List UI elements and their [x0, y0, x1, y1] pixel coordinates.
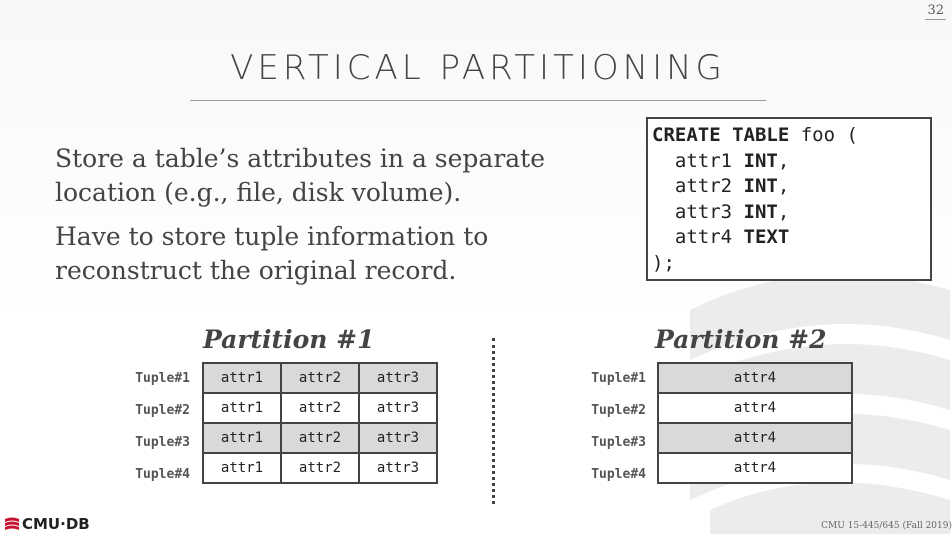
table-cell: attr1 [202, 452, 282, 484]
table-row: attr1 attr2 attr3 [202, 362, 438, 394]
table-cell: attr4 [657, 452, 853, 484]
code-keyword: TEXT [743, 226, 790, 248]
table-cell: attr3 [358, 422, 438, 454]
table-cell: attr4 [657, 422, 853, 454]
table-cell: attr2 [280, 362, 360, 394]
table-cell: attr2 [280, 452, 360, 484]
logo-text: CMU·DB [22, 515, 90, 533]
code-text: , [777, 175, 790, 197]
partition-2-title: Partition #2 [655, 325, 827, 354]
code-text: attr2 [652, 175, 744, 197]
partition-divider [492, 338, 495, 504]
database-logo-icon [5, 517, 19, 530]
bullet-2: Have to store tuple information to recon… [55, 222, 489, 285]
table-cell: attr3 [358, 362, 438, 394]
row-label: Tuple#1 [135, 371, 190, 386]
row-label: Tuple#4 [135, 467, 190, 482]
partition-1-table: attr1 attr2 attr3 attr1 attr2 attr3 attr… [202, 362, 438, 484]
row-label: Tuple#3 [135, 435, 190, 450]
code-keyword: INT [743, 200, 778, 223]
partition-2-table: attr4 attr4 attr4 attr4 [657, 362, 853, 484]
table-row: attr4 [657, 392, 853, 424]
row-label: Tuple#1 [591, 371, 646, 386]
row-label: Tuple#2 [135, 403, 190, 418]
code-keyword: CREATE TABLE [652, 124, 790, 146]
table-row: attr1 attr2 attr3 [202, 422, 438, 454]
table-row: attr4 [657, 452, 853, 484]
table-row: attr4 [657, 422, 853, 454]
table-cell: attr2 [280, 392, 360, 424]
row-label: Tuple#2 [591, 403, 646, 418]
code-keyword: INT [743, 175, 778, 197]
table-cell: attr4 [657, 362, 853, 394]
code-text: ); [652, 251, 675, 274]
table-cell: attr4 [657, 392, 853, 424]
table-row: attr1 attr2 attr3 [202, 452, 438, 484]
table-cell: attr2 [280, 422, 360, 454]
table-row: attr1 attr2 attr3 [202, 392, 438, 424]
table-row: attr4 [657, 362, 853, 394]
bullet-1: Store a table’s attributes in a separate… [55, 144, 546, 207]
row-label: Tuple#3 [591, 435, 646, 450]
code-text: foo ( [789, 124, 858, 146]
code-text: attr4 [652, 226, 744, 248]
code-text: attr3 [652, 200, 744, 223]
code-text: attr1 [652, 149, 744, 172]
sql-code-box: CREATE TABLE foo ( attr1 INT, attr2 INT,… [646, 117, 932, 281]
code-keyword: INT [743, 149, 778, 172]
slide-title: VERTICAL PARTITIONING [230, 48, 726, 88]
row-label: Tuple#4 [591, 467, 646, 482]
bullet-list: Store a table’s attributes in a separate… [55, 142, 615, 298]
table-cell: attr1 [202, 362, 282, 394]
table-cell: attr3 [358, 392, 438, 424]
title-underline [190, 100, 766, 101]
code-text: , [777, 149, 790, 172]
partition-1-title: Partition #1 [203, 325, 375, 354]
table-cell: attr1 [202, 422, 282, 454]
code-text: , [777, 200, 790, 223]
slide-number: 32 [925, 3, 946, 20]
course-footer: CMU 15-445/645 (Fall 2019) [821, 521, 952, 531]
table-cell: attr3 [358, 452, 438, 484]
table-cell: attr1 [202, 392, 282, 424]
cmu-db-logo: CMU·DB [4, 515, 90, 533]
